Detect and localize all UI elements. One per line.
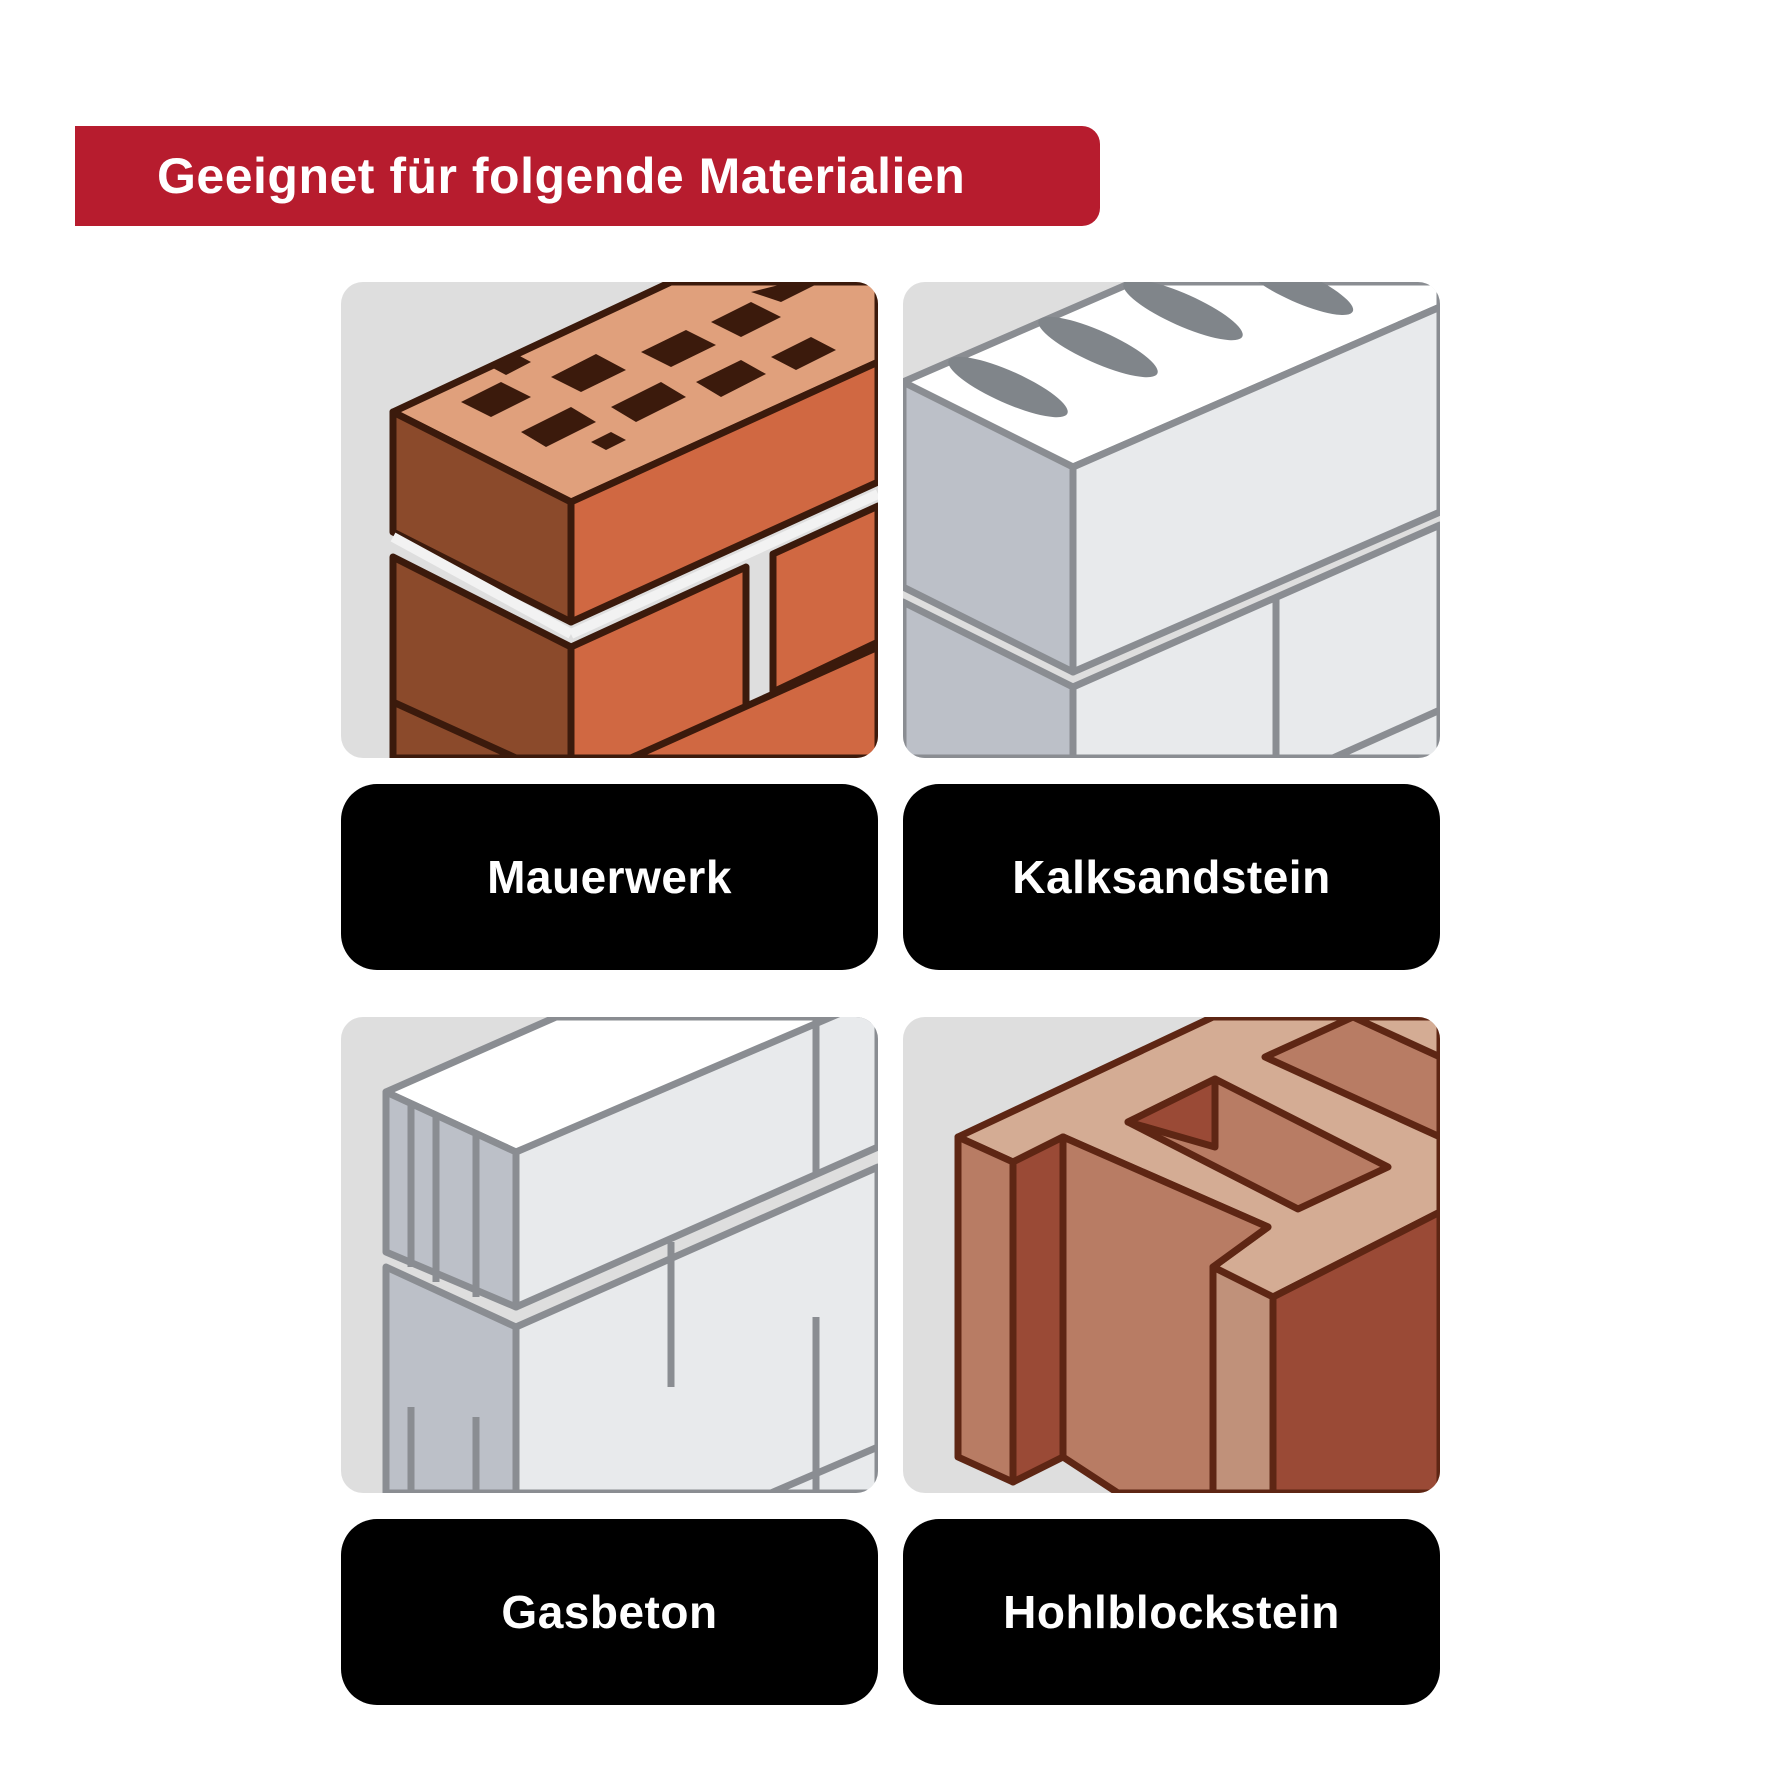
sand-lime-brick-wall-icon xyxy=(903,282,1440,758)
header-banner: Geeignet für folgende Materialien xyxy=(75,126,1100,226)
material-label-gasbeton: Gasbeton xyxy=(341,1519,878,1705)
hollow-block-brick-icon xyxy=(954,1017,1440,1493)
material-image-gasbeton xyxy=(341,1017,878,1493)
material-label-mauerwerk: Mauerwerk xyxy=(341,784,878,970)
material-image-kalksandstein xyxy=(903,282,1440,758)
page-title: Geeignet für folgende Materialien xyxy=(157,148,966,204)
material-label-kalksandstein: Kalksandstein xyxy=(903,784,1440,970)
aerated-concrete-block-icon xyxy=(382,1017,878,1493)
red-clay-brick-wall-icon xyxy=(389,282,878,758)
material-image-mauerwerk xyxy=(341,282,878,758)
material-image-hohlblockstein xyxy=(903,1017,1440,1493)
material-label-hohlblockstein: Hohlblockstein xyxy=(903,1519,1440,1705)
